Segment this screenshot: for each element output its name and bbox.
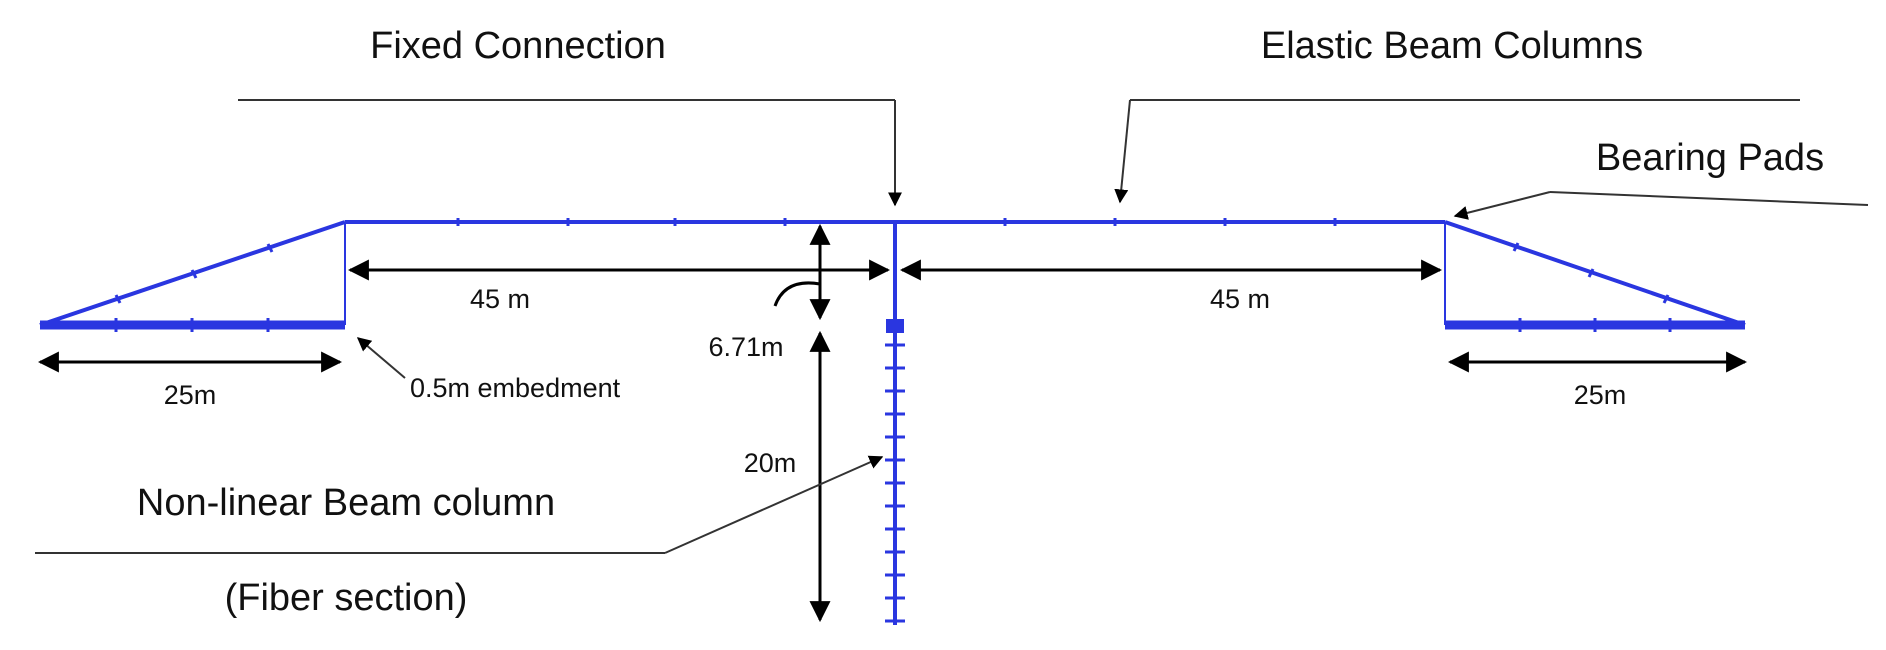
embedment-label: 0.5m embedment xyxy=(410,373,621,403)
right-span-label: 45 m xyxy=(1210,284,1270,314)
bearing-pads-label: Bearing Pads xyxy=(1596,137,1824,179)
deck-height-leader xyxy=(773,281,821,307)
embedment-arrow xyxy=(356,337,406,379)
pier-fiber-nodes xyxy=(885,343,905,623)
nonlinear-beam-column-label: Non-linear Beam column xyxy=(137,482,555,524)
dimension-lines xyxy=(37,223,1748,623)
left-approach-label: 25m xyxy=(164,380,217,410)
deck-nodes xyxy=(456,218,1337,226)
bearing-pads-rule xyxy=(1549,191,1869,206)
elastic-beam-arrow xyxy=(1114,99,1131,204)
callout-leaders xyxy=(35,99,1869,554)
deck-height-label: 6.71m xyxy=(708,332,783,362)
fixed-connection-label: Fixed Connection xyxy=(370,25,666,67)
base-nodes xyxy=(114,318,1672,332)
right-approach-slope xyxy=(1444,220,1746,327)
left-span-label: 45 m xyxy=(470,284,530,314)
pier-length-label: 20m xyxy=(744,448,797,478)
elastic-beam-columns-label: Elastic Beam Columns xyxy=(1261,25,1643,67)
nonlinear-arrow xyxy=(664,455,884,554)
slope-nodes xyxy=(114,242,1670,304)
right-approach-label: 25m xyxy=(1574,380,1627,410)
structural-model xyxy=(39,218,1746,625)
bearing-pads-arrow xyxy=(1453,191,1551,220)
pier-base-node xyxy=(886,319,904,333)
fiber-section-label: (Fiber section) xyxy=(225,577,468,619)
